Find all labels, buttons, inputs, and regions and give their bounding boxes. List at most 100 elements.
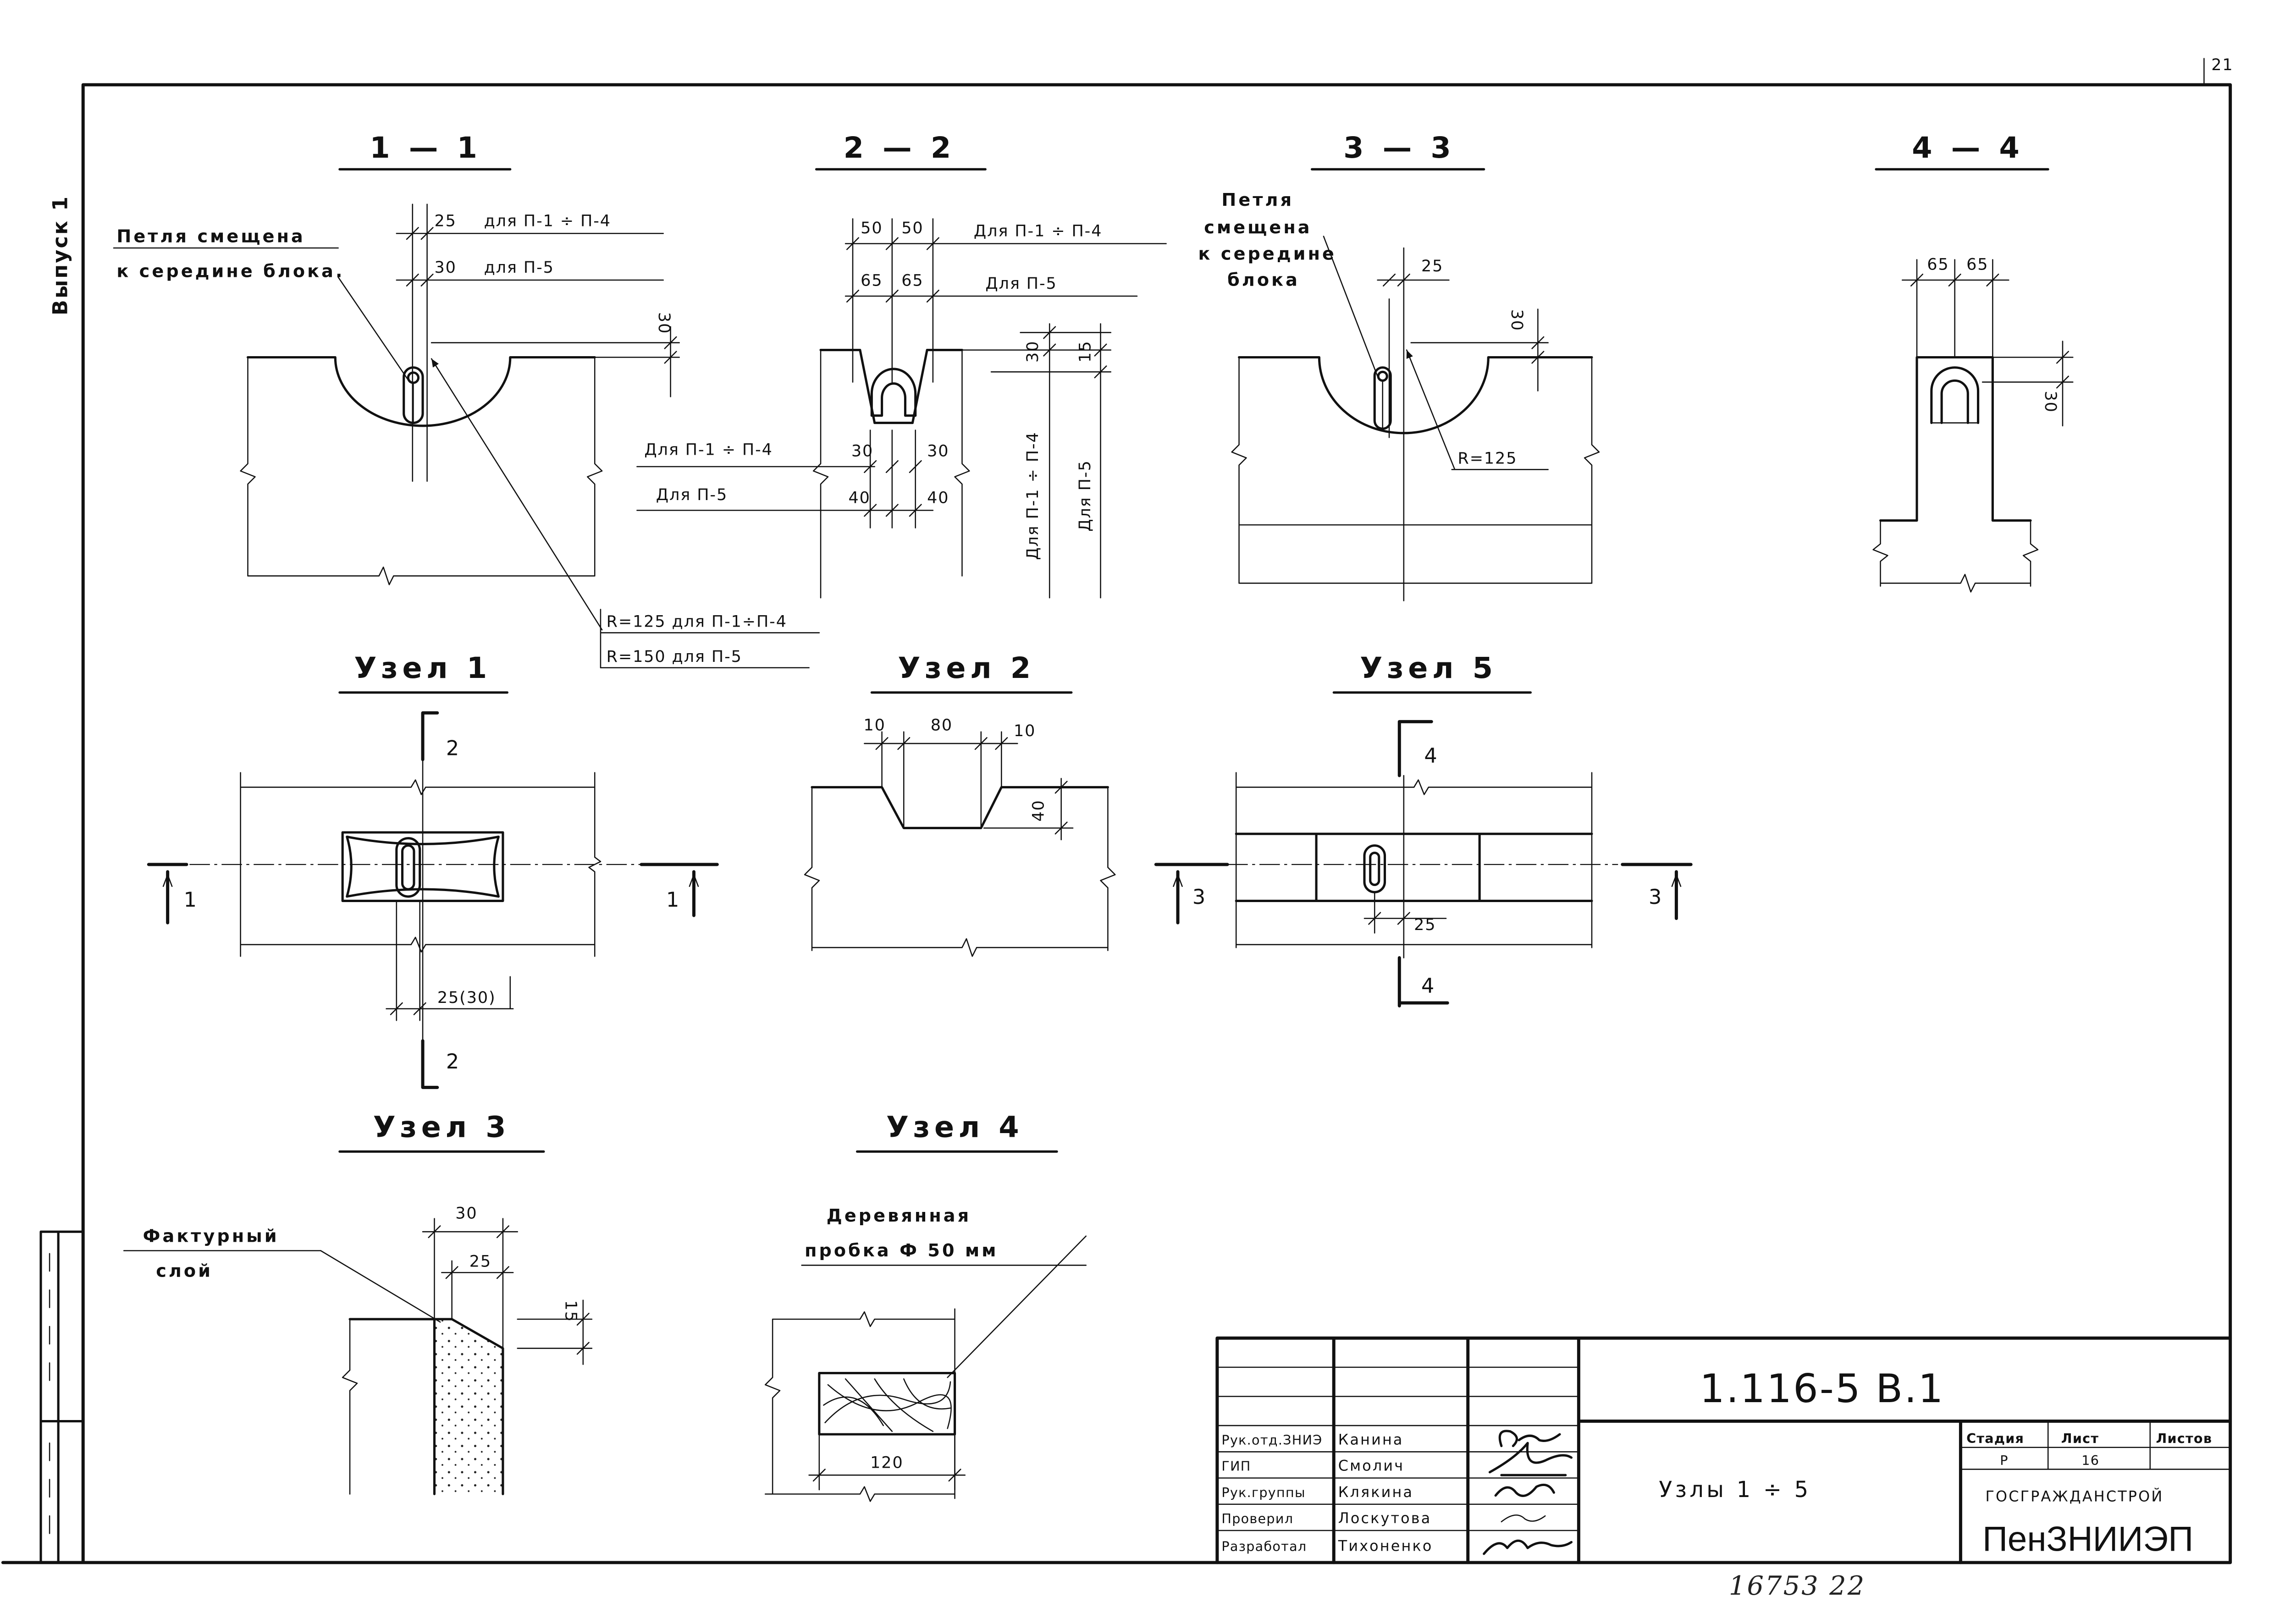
loop-slot-inner xyxy=(1369,851,1380,886)
node-4: Узел 4 Деревянная пробка Ф 50 мм 120 xyxy=(764,1110,1087,1502)
loop-note-line2: к середине блока. xyxy=(116,261,344,281)
panel-edge-outline xyxy=(348,1318,504,1496)
texture-note-line1: Фактурный xyxy=(143,1226,279,1246)
dimension-line-25 xyxy=(1377,273,1450,286)
dim-30-left: 30 xyxy=(851,442,873,461)
cut-arrow-right xyxy=(689,874,699,887)
dim-30-vertical: 30 xyxy=(2041,391,2059,413)
frame-border xyxy=(1,83,2232,1564)
dim-40: 40 xyxy=(1030,799,1048,821)
archive-number: 16753 22 xyxy=(1729,1571,1866,1601)
dim-40-left: 40 xyxy=(848,489,870,507)
organization: ГОСГРАЖДАНСТРОЙ xyxy=(1985,1487,2164,1505)
node-5: Узел 5 4 4 3 3 25 xyxy=(1154,651,1693,1007)
dim-30-right: 30 xyxy=(927,442,949,461)
loop-slot-inner xyxy=(401,844,415,891)
sheet-header: Лист xyxy=(2061,1431,2099,1446)
cut-mark-right xyxy=(1621,863,1693,920)
section-4-4-title: 4 — 4 xyxy=(1912,131,2024,165)
dim-120: 120 xyxy=(870,1453,903,1472)
block-sides xyxy=(1231,357,1600,584)
title-block-frame xyxy=(1215,1336,2232,1564)
node-3-title: Узел 3 xyxy=(373,1110,510,1144)
issue-label: Выпуск 1 xyxy=(49,195,72,315)
cut-label-right: 1 xyxy=(666,888,680,912)
node-2-title: Узел 2 xyxy=(898,651,1035,685)
dim-80: 80 xyxy=(931,716,953,734)
cut-mark-top xyxy=(1397,720,1433,777)
sheet-title: Узлы 1 ÷ 5 xyxy=(1659,1477,1811,1503)
loop-note-line1: Петля xyxy=(1221,190,1294,210)
dimension-offset xyxy=(386,900,514,1021)
page-number: 21 xyxy=(2211,56,2233,74)
dim-40-right: 40 xyxy=(927,489,949,507)
signature-4 xyxy=(1501,1514,1546,1523)
left-dimension-line-2 xyxy=(636,429,934,528)
lifting-loop-inner xyxy=(1940,379,1969,424)
dim-10-left: 10 xyxy=(864,716,886,734)
radius: R=125 xyxy=(1457,450,1517,468)
signature-1 xyxy=(1498,1430,1561,1448)
loop-slot-outer xyxy=(395,837,421,898)
section-1-1-title: 1 — 1 xyxy=(370,131,481,165)
dim-30: 30 xyxy=(455,1205,477,1223)
radius-note-frame xyxy=(600,609,820,669)
block-contour xyxy=(240,772,602,957)
dim-25: 25 xyxy=(469,1253,491,1271)
vertical-dim-15: 15 xyxy=(1076,341,1094,363)
dimension-30 xyxy=(422,1218,518,1349)
section-1-1: 1 — 1 Петля смещена к середине блока. 25… xyxy=(113,131,820,669)
cut-label-top: 4 xyxy=(1424,744,1438,767)
block-contour xyxy=(1235,772,1593,948)
cut-mark-top xyxy=(421,711,439,761)
section-2-2-title: 2 — 2 xyxy=(844,131,955,165)
recess-contour xyxy=(346,836,500,898)
dimension-line-65 xyxy=(1901,273,2009,286)
wooden-plug-hatch xyxy=(823,1378,952,1432)
cut-label-left: 1 xyxy=(184,888,198,912)
plug-note-line2: пробка Ф 50 мм xyxy=(805,1240,998,1261)
dimension-25 xyxy=(441,1260,514,1320)
cut-label-bottom: 4 xyxy=(1421,974,1435,998)
cut-arrow-left xyxy=(1173,874,1183,887)
rib-outline xyxy=(1235,832,1593,902)
texture-note-line2: слой xyxy=(156,1261,213,1281)
radius-leader xyxy=(1406,349,1456,470)
radius-1: R=125 для П-1÷П-4 xyxy=(607,613,787,631)
signature-5 xyxy=(1483,1539,1573,1555)
vertical-dimension-lines xyxy=(961,323,1112,599)
dim-10-right: 10 xyxy=(1014,722,1036,740)
block-notch-outline xyxy=(819,349,964,424)
sheet-value: 16 xyxy=(2081,1453,2099,1468)
signatory-role: Разработал xyxy=(1221,1539,1307,1554)
cut-arrow-left xyxy=(162,874,173,887)
loop-note-line3: к середине xyxy=(1198,243,1336,264)
vertical-note-1: Для П-1 ÷ П-4 xyxy=(1024,431,1042,560)
block-axis xyxy=(1388,247,1405,601)
extension-lines-top xyxy=(1916,259,1993,358)
rib-outline xyxy=(1879,356,2032,522)
cut-mark-bottom xyxy=(1397,956,1449,1007)
dim-65-note: Для П-5 xyxy=(985,275,1057,293)
loop-note-line1: Петля смещена xyxy=(116,226,305,246)
node-1-title: Узел 1 xyxy=(354,651,491,685)
dim-30-note: для П-5 xyxy=(484,259,554,277)
section-3-3-title: 3 — 3 xyxy=(1343,131,1455,165)
cut-mark-left xyxy=(1154,863,1229,925)
dim-30: 30 xyxy=(434,259,456,277)
dim-25: 25 xyxy=(1414,916,1436,934)
dimension-40 xyxy=(983,778,1074,841)
dim-65-left: 65 xyxy=(1927,256,1949,274)
plug-note-leader xyxy=(947,1235,1087,1378)
stage-header: Стадия xyxy=(1966,1431,2024,1446)
texture-layer xyxy=(434,1319,503,1494)
signature-3 xyxy=(1494,1483,1555,1497)
stage-value: Р xyxy=(2000,1453,2009,1468)
signatory-role: Рук.группы xyxy=(1221,1485,1305,1500)
dim-65-left: 65 xyxy=(861,272,883,290)
plug-note-line1: Деревянная xyxy=(827,1206,971,1226)
signatory-name: Тихоненко xyxy=(1338,1538,1433,1555)
dimension-line-25 xyxy=(396,227,664,240)
dim-50-left: 50 xyxy=(861,219,883,237)
groove-outline xyxy=(811,786,1109,830)
